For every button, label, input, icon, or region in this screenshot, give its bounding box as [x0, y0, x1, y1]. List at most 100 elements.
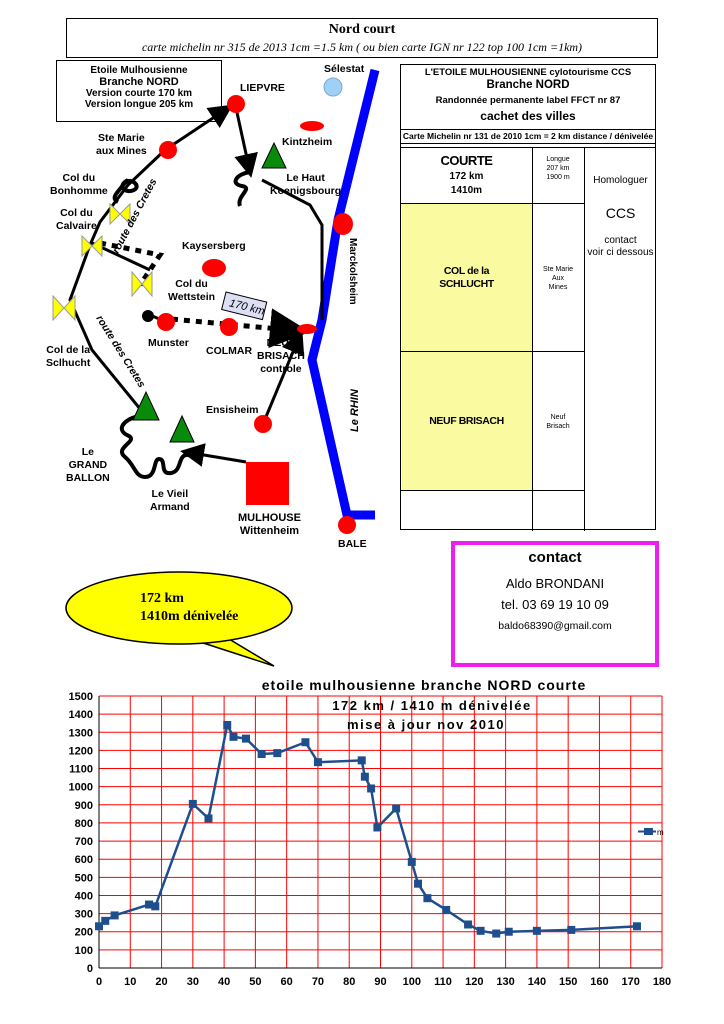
- peak-vieil-armand: [169, 414, 195, 443]
- x-tick-label: 40: [218, 976, 230, 988]
- label-ste-marie: Ste Marie aux Mines: [96, 132, 147, 157]
- cell-neuf-small: Neuf Brisach: [546, 414, 570, 430]
- control-munster: [157, 313, 175, 331]
- contact-tel: tel. 03 69 19 10 09: [501, 597, 609, 612]
- x-tick-label: 170: [622, 976, 640, 988]
- label-vieil-armand: Le Vieil Armand: [150, 488, 190, 513]
- y-tick-label: 1000: [69, 782, 93, 794]
- bubble-line-2: 1410m dénivelée: [140, 609, 238, 624]
- label-wettstein: Col du Wettstein: [168, 278, 216, 303]
- chart-axes: 0100200300400500600700800900100011001200…: [69, 691, 672, 988]
- label-schlucht: Col de la Sclhucht: [46, 344, 91, 369]
- label-liepvre: LIEPVRE: [240, 82, 285, 94]
- table-title-2: Branche NORD: [486, 79, 570, 91]
- x-tick-label: 70: [312, 976, 324, 988]
- chart-series: [95, 721, 641, 938]
- cell-courte-m: 1410m: [450, 185, 483, 196]
- x-tick-label: 50: [249, 976, 261, 988]
- header-title: Nord court: [328, 22, 396, 37]
- header-subtitle: carte michelin nr 315 de 2013 1cm =1.5 k…: [141, 40, 583, 54]
- cell-neuf-brisach: NEUF BRISACH: [429, 415, 504, 427]
- chart-subtitle-1: 172 km / 1410 m dénivelée: [332, 698, 531, 713]
- y-tick-label: 0: [87, 963, 93, 975]
- control-ensisheim: [254, 415, 272, 433]
- control-marckolsheim: [333, 213, 353, 235]
- data-point: [423, 894, 432, 903]
- x-tick-label: 0: [96, 976, 102, 988]
- data-point: [257, 750, 266, 759]
- y-tick-label: 500: [75, 872, 93, 884]
- chart-legend: m: [638, 828, 664, 837]
- label-ensisheim: Ensisheim: [206, 404, 259, 416]
- table-title-3: Randonnée permanente label FFCT nr 87: [435, 95, 621, 106]
- y-tick-label: 1100: [69, 764, 93, 776]
- control-colmar: [220, 318, 238, 336]
- control-liepvre: [227, 95, 245, 113]
- data-point: [110, 911, 119, 920]
- control-kaysersberg: [202, 259, 226, 277]
- km-tag: 170 km: [221, 291, 268, 321]
- label-selestat: Sélestat: [324, 63, 365, 75]
- legend-entry: m: [657, 828, 664, 837]
- x-tick-label: 130: [496, 976, 514, 988]
- label-kaysersberg: Kaysersberg: [182, 240, 246, 252]
- data-point: [442, 905, 451, 914]
- control-bale: [338, 516, 356, 534]
- route-cretes-label-2: route des Cretes: [93, 313, 147, 390]
- version-line-1: Etoile Mulhousienne: [90, 65, 188, 76]
- data-point: [313, 758, 322, 767]
- col-bonhomme-icon: [109, 202, 131, 226]
- x-tick-label: 30: [187, 976, 199, 988]
- label-neuf-brisach: NEUF BRISACH controle: [257, 337, 305, 375]
- data-point: [407, 857, 416, 866]
- y-tick-label: 800: [75, 818, 93, 830]
- x-tick-label: 140: [528, 976, 546, 988]
- dotted-route: [99, 240, 165, 287]
- marckolsheim-label: Marckolsheim: [347, 238, 358, 305]
- table-title-1: L'ETOILE MULHOUSIENNE cylotourisme CCS: [424, 67, 632, 78]
- route-segment: [234, 107, 258, 178]
- y-tick-label: 1400: [69, 709, 93, 721]
- y-tick-label: 400: [75, 890, 93, 902]
- data-point: [273, 749, 282, 758]
- label-kintzheim: Kintzheim: [282, 136, 333, 148]
- contact-name: Aldo BRONDANI: [505, 576, 605, 591]
- x-tick-label: 60: [281, 976, 293, 988]
- data-point: [392, 804, 401, 813]
- data-point: [188, 799, 197, 808]
- version-line-4: Version longue 205 km: [84, 99, 194, 110]
- elevation-chart: 0100200300400500600700800900100011001200…: [69, 677, 672, 988]
- route-segment: [261, 329, 305, 425]
- x-tick-label: 100: [403, 976, 421, 988]
- data-point: [204, 814, 213, 823]
- y-tick-label: 1300: [69, 727, 93, 739]
- summary-bubble: 172 km 1410m dénivelée: [65, 571, 293, 667]
- rhine-river: [307, 68, 380, 520]
- data-point: [373, 823, 382, 832]
- peak-haut-koenigsbourg: [261, 141, 287, 169]
- label-grand-ballon: Le GRAND BALLON: [66, 446, 110, 484]
- peak-grand-ballon: [132, 390, 160, 421]
- route-segment: [164, 104, 233, 152]
- data-point: [492, 929, 501, 938]
- stamp-table: L'ETOILE MULHOUSIENNE cylotourisme CCS B…: [400, 64, 656, 531]
- data-point: [504, 927, 513, 936]
- rhin-label: Le RHIN: [349, 388, 361, 432]
- col-schlucht-icon: [52, 294, 76, 322]
- y-tick-label: 600: [75, 854, 93, 866]
- y-tick-label: 700: [75, 836, 93, 848]
- cell-contact-ci: contact voir ci dessous: [587, 235, 654, 258]
- data-point: [145, 900, 154, 909]
- cell-homologuer: Homologuer: [593, 175, 648, 186]
- data-point: [357, 756, 366, 765]
- header-box: Nord court carte michelin nr 315 de 2013…: [66, 18, 658, 58]
- x-tick-label: 180: [653, 976, 671, 988]
- cell-ccs: CCS: [605, 205, 636, 221]
- col-calvaire-icon: [81, 234, 103, 258]
- contact-email: baldo68390@gmail.com: [498, 620, 612, 632]
- route-segment: [180, 443, 247, 467]
- table-title-4: cachet des villes: [480, 109, 576, 123]
- cell-neuf-brisach-bg: [402, 352, 532, 490]
- x-tick-label: 80: [343, 976, 355, 988]
- version-line-2: Branche NORD: [99, 76, 179, 88]
